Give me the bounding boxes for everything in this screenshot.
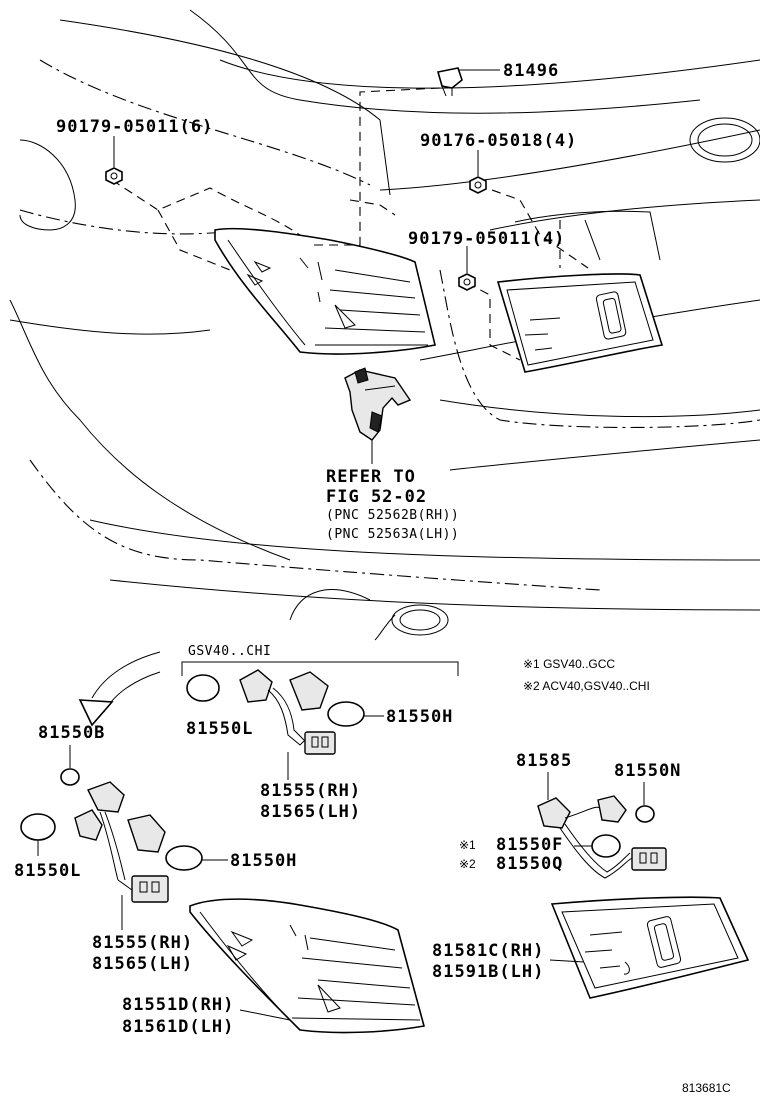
nut-90176-icon (469, 176, 487, 194)
curved-arrow-icon (78, 651, 161, 727)
label-81591b-lh: 81591B(LH) (432, 962, 544, 982)
label-81551d-rh: 81551D(RH) (122, 995, 234, 1015)
label-81561d-lh: 81561D(LH) (122, 1017, 234, 1037)
label-81581c-rh: 81581C(RH) (432, 941, 544, 961)
label-81565-lh-b: 81565(LH) (92, 954, 193, 974)
label-81550n: 81550N (614, 761, 681, 781)
note-1: ※1 GSV40..GCC (523, 657, 615, 671)
label-81565-lh-a: 81565(LH) (260, 802, 361, 822)
label-81550f: 81550F (496, 835, 563, 855)
label-81550h-b: 81550H (230, 851, 297, 871)
label-81496: 81496 (503, 61, 559, 81)
diagram-id: 813681C (682, 1081, 731, 1095)
license-garnish-assembly-icon (550, 896, 750, 999)
mark-1: ※1 (459, 838, 476, 852)
nut-90179-mid-icon (458, 273, 476, 291)
note-2: ※2 ACV40,GSV40..CHI (523, 679, 650, 693)
label-81550b: 81550B (38, 723, 105, 743)
top-callouts: 81496 90179-05011(6) 90176-05018(4) 9017… (56, 61, 577, 542)
garnish-on-car (496, 273, 664, 373)
nut-90179-top-icon (105, 167, 123, 185)
label-90179-05011-6: 90179-05011(6) (56, 117, 213, 137)
refer-bracket-icon (344, 367, 412, 441)
label-81550q: 81550Q (496, 854, 563, 874)
label-gsv40-chi: GSV40..CHI (188, 644, 271, 659)
label-81585: 81585 (516, 751, 572, 771)
label-pnc-lh: (PNC 52563A(LH)) (326, 527, 459, 542)
tail-lamp-on-car (214, 227, 436, 355)
label-fig-52-02: FIG 52-02 (326, 487, 427, 507)
clip-81496-icon (436, 67, 472, 97)
label-90179-05011-4: 90179-05011(4) (408, 229, 565, 249)
label-81550h-a: 81550H (386, 707, 453, 727)
label-81550l-a: 81550L (186, 719, 253, 739)
label-refer-to: REFER TO (326, 467, 416, 487)
socket-wire-main-icon (20, 768, 203, 903)
label-81555-rh-b: 81555(RH) (92, 933, 193, 953)
mark-2: ※2 (459, 857, 476, 871)
socket-wire-garnish-icon (537, 795, 667, 879)
label-90176-05018-4: 90176-05018(4) (420, 131, 577, 151)
gsv40-chi-bracket: GSV40..CHI (181, 644, 459, 676)
label-81555-rh-a: 81555(RH) (260, 781, 361, 801)
label-81550l-b: 81550L (14, 861, 81, 881)
tail-lamp-assembly-icon (189, 898, 426, 1034)
label-pnc-rh: (PNC 52562B(RH)) (326, 508, 459, 523)
socket-wire-gsv-icon (186, 669, 365, 755)
dashed-leaders-top (111, 87, 589, 361)
